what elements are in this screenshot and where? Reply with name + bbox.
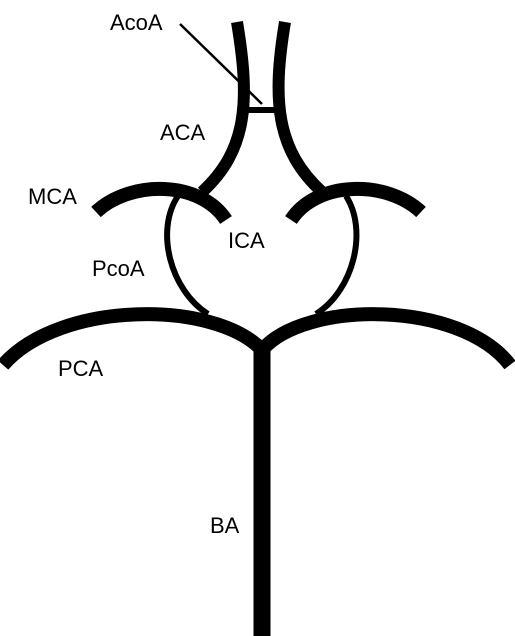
left-anterior-cerebral-artery	[202, 22, 244, 192]
label-pcoa: PcoA	[92, 256, 145, 281]
acoa-pointer-line	[180, 24, 262, 104]
label-pca: PCA	[58, 356, 104, 381]
right-posterior-communicating-artery	[316, 196, 356, 314]
label-ica: ICA	[228, 228, 265, 253]
label-acoa: AcoA	[110, 10, 163, 35]
left-posterior-communicating-artery	[167, 196, 208, 314]
label-ba: BA	[210, 513, 240, 538]
right-anterior-cerebral-artery	[279, 22, 322, 192]
label-aca: ACA	[160, 120, 206, 145]
left-posterior-cerebral-artery	[3, 314, 262, 365]
label-mca: MCA	[28, 184, 77, 209]
right-posterior-cerebral-artery	[262, 314, 510, 365]
